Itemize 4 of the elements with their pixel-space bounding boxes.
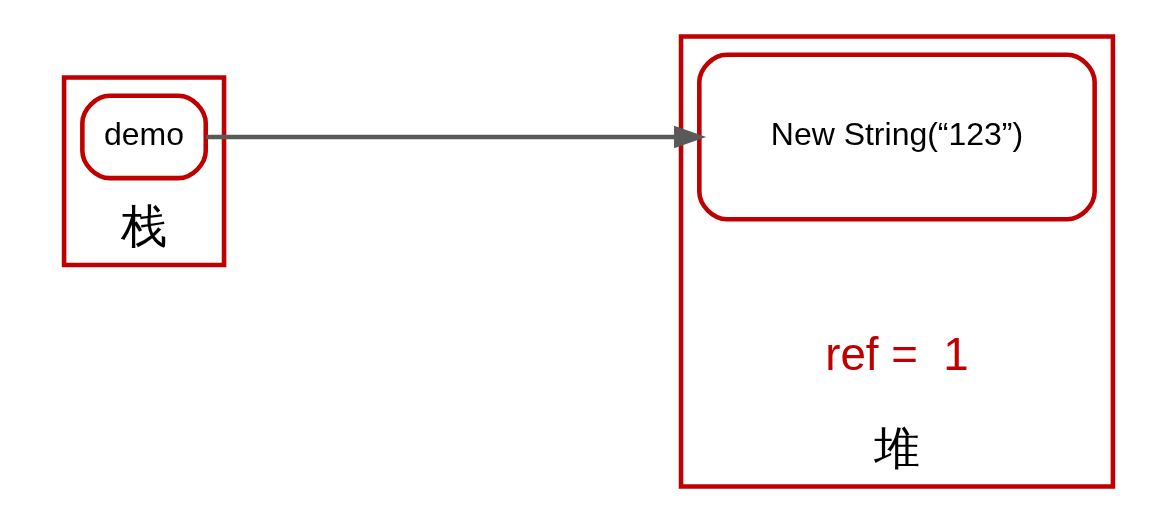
- node-box: New String(“123”): [696, 51, 1097, 221]
- label: ref = 1: [824, 328, 969, 380]
- node-box: demo: [79, 93, 208, 180]
- arrow: [205, 125, 706, 148]
